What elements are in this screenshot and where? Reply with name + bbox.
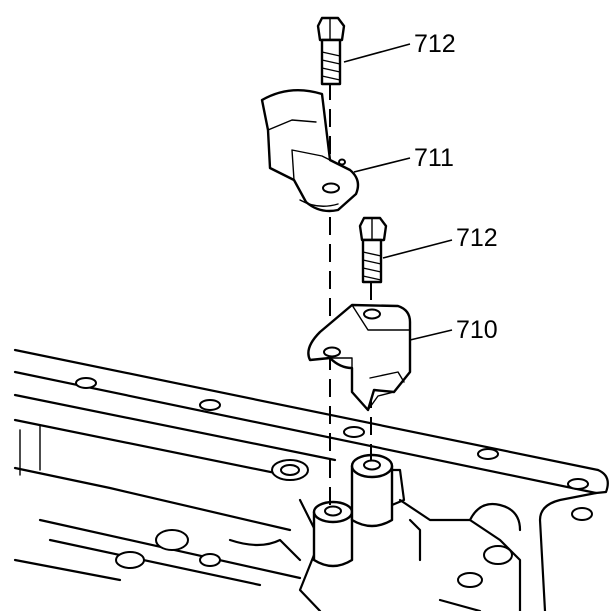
leader-712-lower: [382, 239, 453, 259]
callout-711: 711: [414, 144, 454, 172]
bolt-712-top: [316, 16, 346, 86]
leader-712-top: [343, 43, 411, 63]
mounting-boss-right: [350, 453, 394, 528]
callout-710: 710: [456, 316, 498, 344]
callout-712-lower: 712: [456, 224, 498, 252]
leader-711: [353, 157, 411, 173]
bracket-711: [260, 88, 360, 213]
callout-712-top: 712: [414, 30, 456, 58]
bolt-712-lower: [358, 216, 388, 284]
bracket-710: [307, 303, 412, 412]
transmission-case: [13, 348, 609, 611]
mounting-boss-left: [312, 500, 354, 568]
leader-710: [409, 329, 453, 341]
